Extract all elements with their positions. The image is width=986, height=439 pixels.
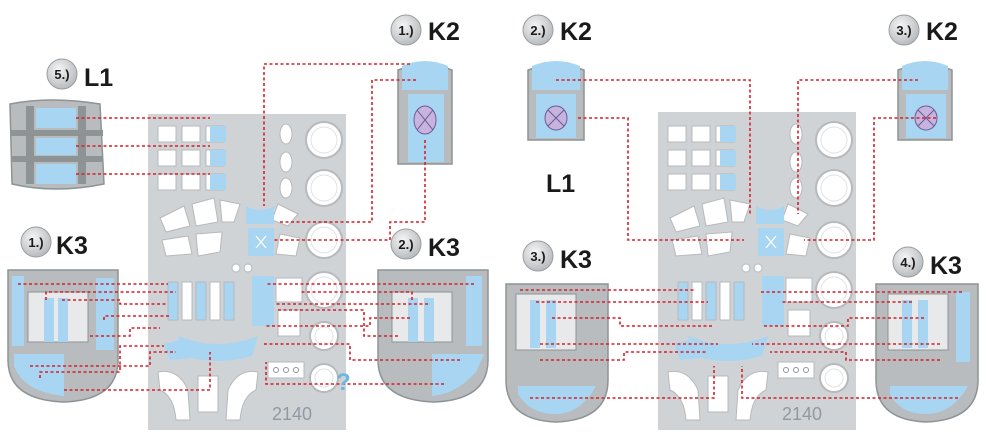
left-k3-side-panel-2 xyxy=(378,270,488,402)
side-panel-mask-blue xyxy=(762,276,784,326)
left-label-k3-2: 2.) K3 xyxy=(391,229,460,262)
badge-number: 4.) xyxy=(900,255,915,270)
side-strip-mask xyxy=(692,282,702,320)
badge-number: 2.) xyxy=(398,237,413,252)
small-window-mask-blue xyxy=(210,150,226,166)
oval-mask xyxy=(790,124,802,144)
center-stub-mask xyxy=(198,376,218,412)
side-strip-mask xyxy=(168,282,178,320)
left-k2-hatch-part xyxy=(398,61,452,164)
l1-mask-mid xyxy=(36,138,76,155)
small-window-mask-blue xyxy=(720,150,736,166)
round-mask xyxy=(820,364,848,392)
badge-number: 5.) xyxy=(54,67,69,82)
small-window-mask xyxy=(158,126,176,142)
right-sheet-number: 2140 xyxy=(782,404,822,424)
side-strip-mask xyxy=(210,282,220,320)
left-question-mark: ? xyxy=(336,369,351,396)
windscreen-mask xyxy=(672,236,702,256)
dot-mask xyxy=(244,264,252,272)
left-mask-sheet: 2140 xyxy=(148,114,346,430)
rect-mask xyxy=(276,278,302,302)
side-strip-mask xyxy=(224,282,234,320)
rect-mask xyxy=(788,310,810,336)
small-window-mask xyxy=(692,126,710,142)
small-window-mask-blue xyxy=(210,126,226,142)
right-k2-hatch-part-3 xyxy=(898,61,952,140)
small-window-mask-blue xyxy=(720,174,736,190)
right-label-k3-4: 4.) K3 xyxy=(893,247,962,280)
windscreen-mask xyxy=(786,234,810,256)
rect-mask xyxy=(278,310,300,336)
small-window-mask xyxy=(182,174,200,190)
right-k3-side-panel-3 xyxy=(506,284,608,422)
part-code: K3 xyxy=(560,246,592,274)
small-window-mask xyxy=(182,150,200,166)
rect-mask xyxy=(786,278,812,302)
oval-mask xyxy=(790,152,802,172)
windscreen-mask xyxy=(706,232,732,256)
dot-mask xyxy=(754,264,762,272)
left-sheet-number: 2140 xyxy=(272,404,312,424)
part-code: K3 xyxy=(930,252,962,280)
right-label-k2-3: 3.) K2 xyxy=(889,15,958,46)
part-code: K2 xyxy=(926,18,958,46)
side-panel-mask-blue xyxy=(252,276,274,326)
side-strip-mask xyxy=(720,282,730,320)
badge-number: 2.) xyxy=(530,23,545,38)
windscreen-mask xyxy=(276,234,300,256)
badge-number: 1.) xyxy=(28,235,43,250)
oval-mask xyxy=(790,178,802,198)
right-mask-sheet: 2140 xyxy=(658,112,856,430)
left-label-l1: 5.) L1 xyxy=(47,59,113,92)
small-window-mask xyxy=(158,150,176,166)
right-label-k3-3: 3.) K3 xyxy=(523,241,592,274)
small-window-mask xyxy=(158,174,176,190)
small-window-mask xyxy=(668,150,686,166)
small-window-mask xyxy=(182,126,200,142)
side-strip-mask xyxy=(734,282,744,320)
windscreen-mask xyxy=(162,236,192,256)
small-window-mask xyxy=(692,174,710,190)
part-code: K2 xyxy=(428,18,460,46)
small-window-mask xyxy=(692,150,710,166)
right-label-l1: L1 xyxy=(546,170,575,198)
l1-mask-bottom xyxy=(36,164,76,184)
windscreen-mask xyxy=(196,232,222,256)
badge-number: 1.) xyxy=(398,23,413,38)
part-code: K3 xyxy=(428,234,460,262)
small-window-mask xyxy=(668,174,686,190)
side-strip-mask xyxy=(678,282,688,320)
left-label-k3-1: 1.) K3 xyxy=(21,227,88,260)
part-code: K3 xyxy=(56,232,88,260)
round-mask xyxy=(310,364,338,392)
left-label-k2: 1.) K2 xyxy=(391,15,460,46)
right-k2-hatch-part-2 xyxy=(528,61,584,140)
side-strip-mask xyxy=(706,282,716,320)
left-l1-canopy-part xyxy=(10,100,104,189)
oval-mask xyxy=(280,124,292,144)
badge-number: 3.) xyxy=(530,249,545,264)
right-k3-side-panel-4 xyxy=(876,284,978,422)
small-window-mask-blue xyxy=(720,126,736,142)
side-strip-mask xyxy=(196,282,206,320)
right-label-k2-2: 2.) K2 xyxy=(523,15,592,46)
small-window-mask xyxy=(668,126,686,142)
dot-mask xyxy=(232,264,240,272)
badge-number: 3.) xyxy=(896,23,911,38)
oval-mask xyxy=(280,152,292,172)
side-strip-mask xyxy=(182,282,192,320)
part-code: L1 xyxy=(84,64,113,92)
oval-mask xyxy=(280,178,292,198)
l1-mask-top xyxy=(36,108,76,128)
part-code: K2 xyxy=(560,18,592,46)
small-window-mask-blue xyxy=(210,174,226,190)
dot-mask xyxy=(742,264,750,272)
center-stub-mask xyxy=(708,376,728,412)
